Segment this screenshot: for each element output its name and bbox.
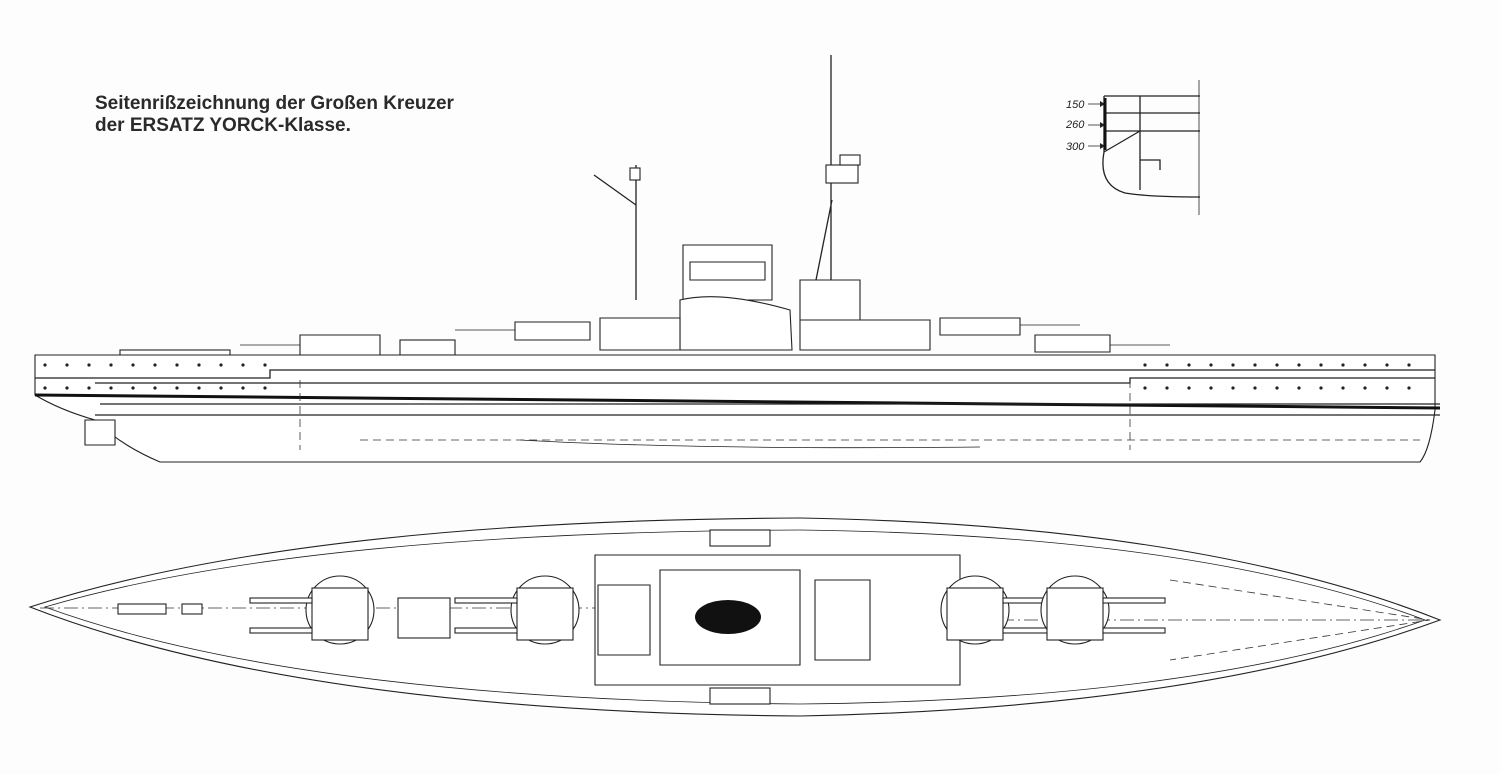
armor-label-260: 260 [1065, 119, 1085, 131]
side-profile [34, 55, 1441, 463]
armor-label-300: 300 [1066, 141, 1085, 153]
title-line-2: der ERSATZ YORCK-Klasse. [95, 115, 351, 136]
plan-view [28, 517, 1442, 717]
armor-label-150: 150 [1066, 99, 1085, 111]
armor-cross-section: 150 260 300 [1065, 80, 1201, 215]
title-line-1: Seitenrißzeichnung der Großen Kreuzer [95, 93, 454, 114]
drawing-title: Seitenrißzeichnung der Großen Kreuzer de… [95, 93, 454, 137]
